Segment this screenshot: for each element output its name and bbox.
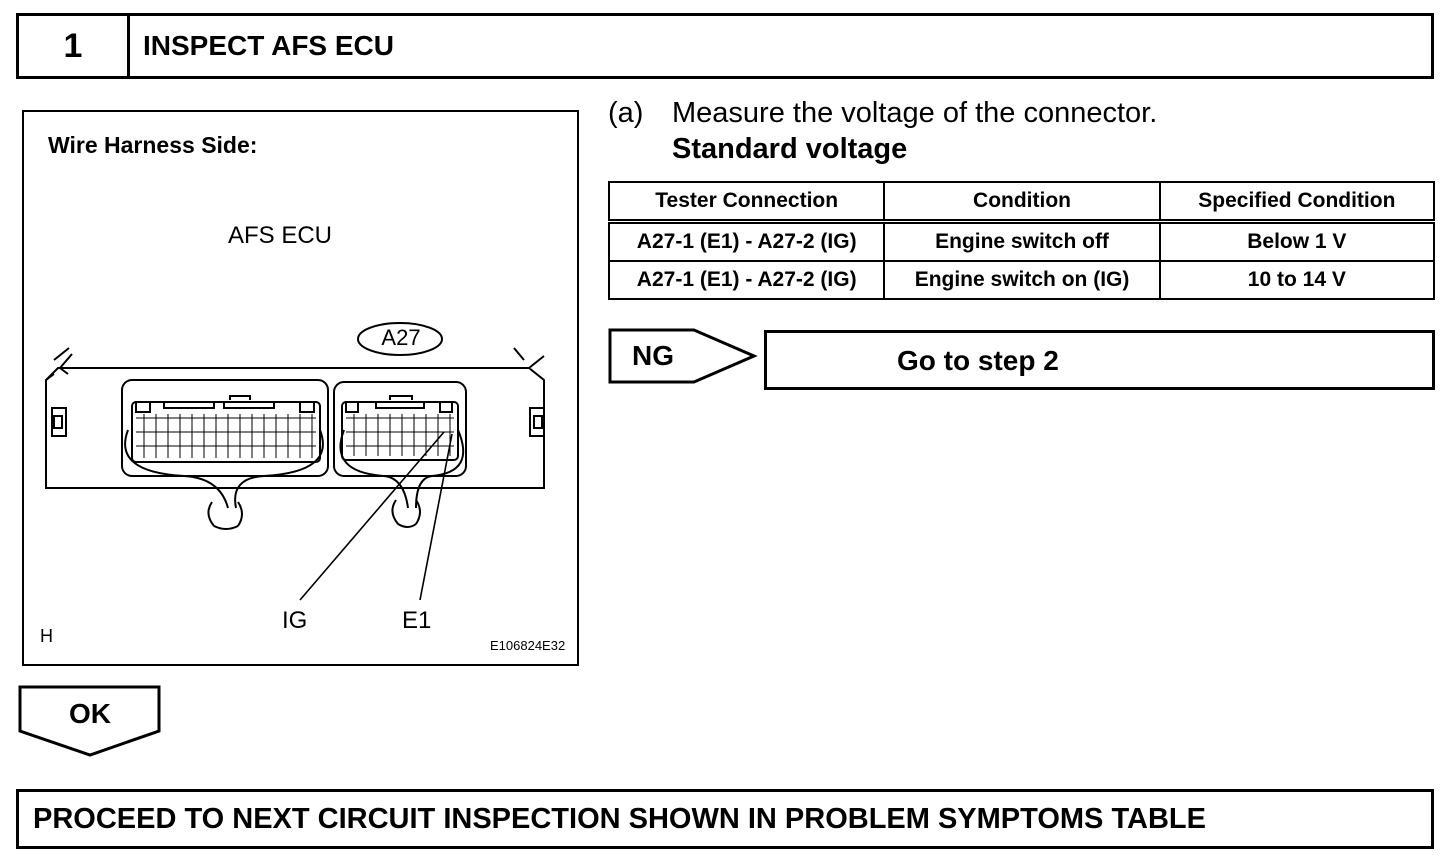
table-cell: 10 to 14 V [1158,260,1436,300]
figure-code: E106824E32 [490,638,566,653]
table-header: Condition [883,181,1161,224]
table-cell: Engine switch off [883,220,1161,262]
final-action-box: PROCEED TO NEXT CIRCUIT INSPECTION SHOWN… [16,789,1434,849]
ng-arrow-icon [608,328,758,384]
table-cell: A27-1 (E1) - A27-2 (IG) [607,260,886,300]
table-row: A27-1 (E1) - A27-2 (IG) Engine switch on… [607,260,1436,300]
voltage-spec-table: Tester Connection Condition Specified Co… [607,181,1436,300]
left-connector-shell [121,379,329,477]
connector-diagram: Wire Harness Side: AFS ECU A27 IG E1 H E… [22,110,579,666]
harness-side-heading: Wire Harness Side: [48,132,258,158]
connector-id-ellipse [357,322,443,356]
table-cell: A27-1 (E1) - A27-2 (IG) [607,220,886,262]
ng-action-box: Go to step 2 [764,330,1435,390]
step-title: INSPECT AFS ECU [143,30,394,61]
component-label: AFS ECU [228,222,333,249]
table-header: Tester Connection [607,181,886,224]
ng-label: NG [632,340,674,371]
table-cell: Engine switch on (IG) [883,260,1161,300]
corner-mark: H [40,626,53,646]
step-header: 1 INSPECT AFS ECU [16,13,1434,79]
instruction-marker: (a) [608,97,644,129]
right-connector-shell [333,381,467,477]
final-action-text: PROCEED TO NEXT CIRCUIT INSPECTION SHOWN… [33,802,1206,835]
connector-id-label: A27 [381,325,421,350]
table-row: A27-1 (E1) - A27-2 (IG) Engine switch of… [607,220,1436,262]
table-cell: Below 1 V [1158,220,1436,262]
ok-arrow-icon [18,685,161,757]
ng-action-text: Go to step 2 [897,345,1059,376]
step-number: 1 [19,16,130,76]
table-header-row: Tester Connection Condition Specified Co… [607,181,1436,224]
ecu-housing [45,367,545,489]
pin-label-ig: IG [282,607,308,634]
pin-label-e1: E1 [402,607,432,634]
standard-voltage-heading: Standard voltage [672,133,908,165]
ok-label: OK [69,698,111,729]
instruction-text: Measure the voltage of the connector. [672,97,1158,129]
table-header: Specified Condition [1158,181,1436,224]
ecu-connector-illustration [45,322,545,601]
